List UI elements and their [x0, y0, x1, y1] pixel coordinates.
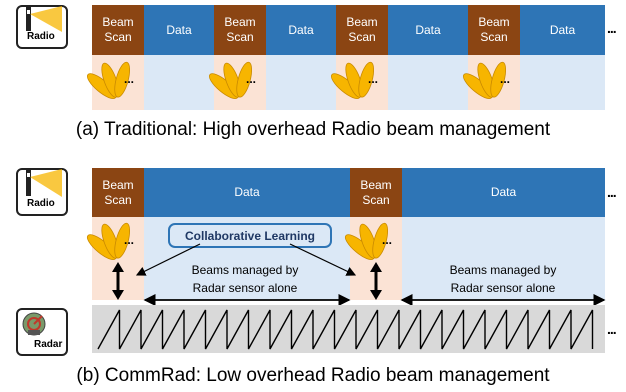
radio-label: Radio	[27, 31, 55, 42]
svg-text:...: ...	[368, 72, 378, 86]
beam-lobe-icon: ...	[86, 61, 134, 99]
caption-b: (b) CommRad: Low overhead Radio beam man…	[76, 365, 550, 386]
data-cell: Data	[266, 5, 336, 55]
radar-sawtooth-band	[92, 305, 605, 353]
radio-label: Radio	[27, 198, 55, 209]
data-cell: Data	[144, 168, 350, 217]
data-cell: Data	[520, 5, 605, 55]
beam-scan-cell: Beam Scan	[468, 5, 520, 55]
data-cell: Data	[402, 168, 605, 217]
beam-scan-cell: Beam Scan	[350, 168, 402, 217]
svg-text:...: ...	[382, 233, 392, 247]
beam-lobe-icon: ...	[344, 222, 392, 260]
collaborative-learning-box: Collaborative Learning	[168, 223, 332, 248]
beam-scan-cell: Beam Scan	[214, 5, 266, 55]
timeline-ellipsis: ...	[607, 184, 617, 200]
beam-lobe-icon: ...	[330, 61, 378, 99]
svg-text:...: ...	[500, 72, 510, 86]
beam-scan-cell: Beam Scan	[92, 5, 144, 55]
double-arrow-icon	[112, 262, 124, 300]
beam-lobe-icon: ...	[462, 61, 510, 99]
data-cell: Data	[388, 5, 468, 55]
svg-text:...: ...	[124, 72, 134, 86]
radio-tower-icon	[26, 6, 62, 32]
radar-label: Radar	[34, 339, 63, 350]
beam-scan-cell: Beam Scan	[92, 168, 144, 217]
beam-lobe-icon: ...	[86, 222, 134, 260]
double-arrow-icon	[370, 262, 382, 300]
beam-scan-cell: Beam Scan	[336, 5, 388, 55]
svg-text:...: ...	[124, 233, 134, 247]
timeline-ellipsis: ...	[607, 20, 617, 36]
radar-note-2: Beams managed by Radar sensor alone	[449, 263, 557, 295]
radio-tower-icon	[26, 169, 62, 197]
radar-sensor-icon	[22, 312, 46, 336]
beam-lobe-icon: ...	[208, 61, 256, 99]
svg-text:...: ...	[246, 72, 256, 86]
caption-a: (a) Traditional: High overhead Radio bea…	[75, 119, 551, 140]
data-cell: Data	[144, 5, 214, 55]
radar-ellipsis: ...	[607, 321, 617, 337]
radar-note-1: Beams managed by Radar sensor alone	[191, 263, 299, 295]
